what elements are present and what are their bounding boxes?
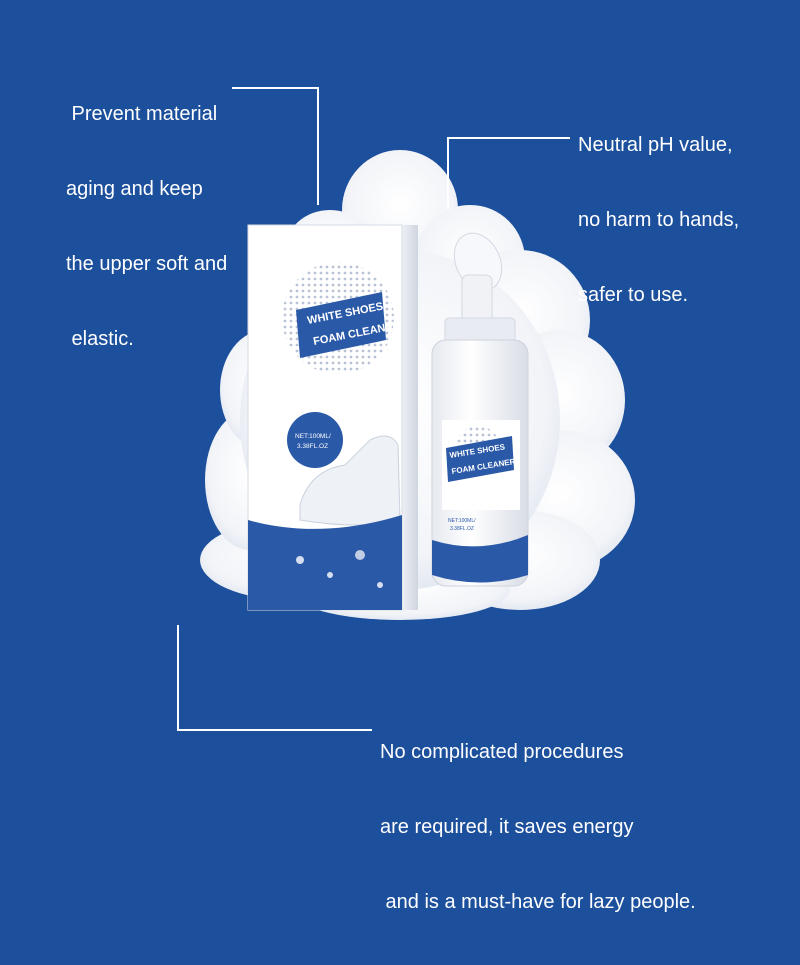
callout-bottom-connector-h <box>177 729 372 731</box>
callout-bottom-line1: No complicated procedures <box>380 741 624 763</box>
callout-top-right-connector-v <box>447 137 449 209</box>
callout-top-left-line2: aging and keep <box>66 178 203 200</box>
callout-top-left-line1: Prevent material <box>66 103 218 125</box>
box-net-line1: NET:100ML/ <box>295 433 331 440</box>
product-ad-canvas: WHITE SHOES FOAM CLEANER NET:100ML/ 3.38… <box>66 52 740 913</box>
callout-top-left: Prevent material aging and keep the uppe… <box>66 52 227 402</box>
callout-bottom: No complicated procedures are required, … <box>380 690 696 965</box>
bottle-net-line2: 3.38FL.OZ <box>450 526 474 532</box>
callout-top-left-connector-v <box>317 87 319 205</box>
bottle-net-line1: NET:100ML/ <box>448 518 476 524</box>
callout-bottom-connector-v <box>177 625 179 730</box>
foam-bottle <box>431 232 529 587</box>
callout-top-right-connector-h <box>447 137 570 139</box>
callout-bottom-line2: are required, it saves energy <box>380 816 634 838</box>
product-box <box>247 224 418 611</box>
callout-top-left-connector-h <box>232 87 318 89</box>
callout-bottom-line3: and is a must-have for lazy people. <box>380 891 696 913</box>
callout-top-left-line3: the upper soft and <box>66 253 228 275</box>
callout-top-right: Neutral pH value, no harm to hands, safe… <box>578 83 739 358</box>
callout-top-right-line3: safer to use. <box>578 284 689 306</box>
product-illustration: WHITE SHOES FOAM CLEANER NET:100ML/ 3.38… <box>200 150 635 620</box>
callout-top-right-line2: no harm to hands, <box>578 209 740 231</box>
callout-top-right-line1: Neutral pH value, <box>578 134 733 156</box>
callout-top-left-line4: elastic. <box>66 328 134 350</box>
box-net-line2: 3.38FL.OZ <box>297 443 328 450</box>
